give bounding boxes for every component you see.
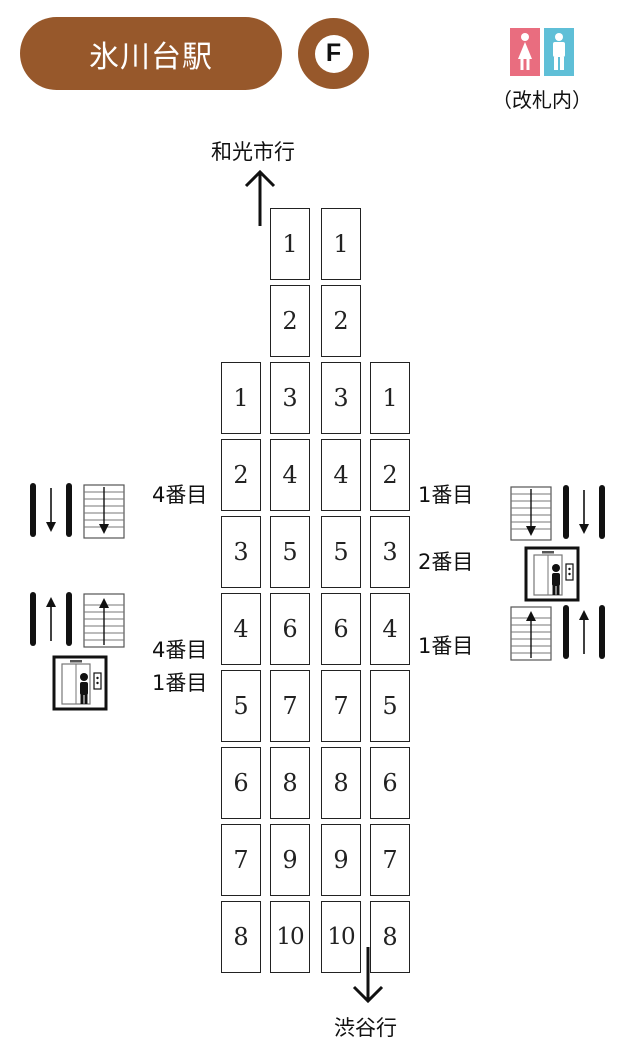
toilet-note: （改札内） [492, 88, 592, 112]
escalator-down-icon [30, 483, 72, 537]
car-left-outer-1: 1 [221, 362, 261, 434]
car-right-inner-6: 6 [321, 593, 361, 665]
car-left-outer-8: 8 [221, 901, 261, 973]
car-right-outer-2: 2 [370, 439, 410, 511]
car-right-inner-7: 7 [321, 670, 361, 742]
stairs-down-icon [510, 486, 552, 541]
car-right-inner-5: 5 [321, 516, 361, 588]
toilet-sign [510, 28, 574, 76]
car-right-outer-6: 6 [370, 747, 410, 819]
car-left-inner-7: 7 [270, 670, 310, 742]
escalator-up-icon [30, 592, 72, 646]
exit-label-right-lower: 1番目 [418, 634, 474, 658]
car-left-outer-2: 2 [221, 439, 261, 511]
arrow-up-icon [244, 169, 276, 226]
car-left-outer-5: 5 [221, 670, 261, 742]
car-left-outer-3: 3 [221, 516, 261, 588]
direction-north-label: 和光市行 [211, 140, 295, 164]
car-right-inner-8: 8 [321, 747, 361, 819]
car-right-outer-4: 4 [370, 593, 410, 665]
car-left-inner-10: 10 [270, 901, 310, 973]
car-left-outer-4: 4 [221, 593, 261, 665]
car-right-inner-1: 1 [321, 208, 361, 280]
escalator-down-icon [563, 485, 605, 539]
direction-south-label: 渋谷行 [334, 1016, 397, 1040]
exit-label-right-middle: 2番目 [418, 550, 474, 574]
car-right-outer-1: 1 [370, 362, 410, 434]
car-right-outer-5: 5 [370, 670, 410, 742]
stairs-down-icon [83, 484, 125, 539]
arrow-down-icon [352, 947, 384, 1004]
car-left-inner-4: 4 [270, 439, 310, 511]
car-left-inner-3: 3 [270, 362, 310, 434]
exit-label-left-upper: 4番目 [152, 483, 208, 507]
line-letter: F [314, 34, 353, 73]
car-left-inner-6: 6 [270, 593, 310, 665]
exit-label-right-upper: 1番目 [418, 483, 474, 507]
elevator-icon [524, 546, 580, 602]
escalator-up-icon [563, 605, 605, 659]
stairs-up-icon [510, 606, 552, 661]
car-left-inner-1: 1 [270, 208, 310, 280]
car-left-inner-2: 2 [270, 285, 310, 357]
car-left-inner-9: 9 [270, 824, 310, 896]
exit-label-left-lower-1: 4番目 [152, 638, 208, 662]
car-right-outer-8: 8 [370, 901, 410, 973]
female-toilet-icon [510, 28, 540, 76]
car-right-outer-7: 7 [370, 824, 410, 896]
line-badge: F [298, 18, 369, 89]
stairs-up-icon [83, 593, 125, 648]
car-right-inner-2: 2 [321, 285, 361, 357]
station-name: 氷川台駅 [89, 39, 213, 75]
car-right-inner-4: 4 [321, 439, 361, 511]
car-left-outer-7: 7 [221, 824, 261, 896]
car-left-inner-5: 5 [270, 516, 310, 588]
car-left-outer-6: 6 [221, 747, 261, 819]
car-right-outer-3: 3 [370, 516, 410, 588]
exit-label-left-lower-2: 1番目 [152, 671, 208, 695]
car-right-inner-9: 9 [321, 824, 361, 896]
station-name-badge: 氷川台駅 [20, 17, 282, 90]
male-toilet-icon [544, 28, 574, 76]
elevator-icon [52, 655, 108, 711]
car-left-inner-8: 8 [270, 747, 310, 819]
car-right-inner-10: 10 [321, 901, 361, 973]
car-right-inner-3: 3 [321, 362, 361, 434]
